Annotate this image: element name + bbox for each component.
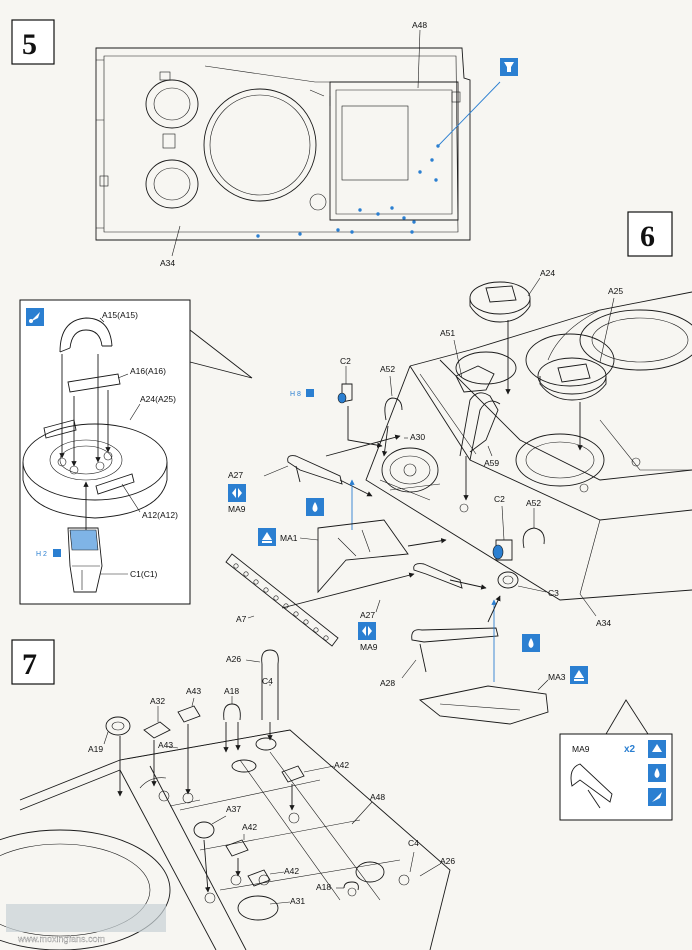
label-s7-a43-b: A43 (158, 740, 173, 750)
hatch-a24 (469, 281, 531, 395)
paint-icon (26, 308, 44, 326)
label-ma9-b: MA9 (360, 642, 378, 652)
label-s7-c4-b: C4 (408, 838, 419, 848)
label-s7-a48: A48 (370, 792, 385, 802)
label-x2: x2 (624, 744, 636, 755)
label-s7-a43-a: A43 (186, 686, 201, 696)
flip-icon (358, 622, 376, 640)
pin-icon (570, 666, 588, 684)
ma9-detail-inset: MA9 x2 (559, 699, 673, 821)
flip-icon (228, 484, 246, 502)
label-inset-a12: A12(A12) (142, 510, 178, 520)
cement-icon (306, 498, 324, 516)
label-c3: C3 (548, 588, 559, 598)
cement-icon (522, 634, 540, 652)
label-a28: A28 (380, 678, 395, 688)
step-6-number: 6 (640, 220, 655, 253)
decal-icon: H 2 (36, 549, 61, 558)
hull-front-assembly (365, 291, 692, 601)
rear-deck-assembly (0, 729, 451, 950)
label-ma9-c: MA9 (572, 744, 590, 754)
cement-icon (648, 764, 666, 782)
label-a27-b: A27 (360, 610, 375, 620)
label-s7-a26-b: A26 (440, 856, 455, 866)
label-s7-a19: A19 (88, 744, 103, 754)
pin-icon (648, 740, 666, 758)
label-a59: A59 (484, 458, 499, 468)
drill-icon (500, 58, 518, 76)
label-a51: A51 (440, 328, 455, 338)
label-s7-a32: A32 (150, 696, 165, 706)
label-a52-b: A52 (526, 498, 541, 508)
step-5: 5 (11, 19, 518, 268)
label-a48-top: A48 (412, 20, 427, 30)
step-7-number: 7 (22, 648, 37, 681)
label-a24: A24 (540, 268, 555, 278)
label-s7-a31: A31 (290, 896, 305, 906)
label-inset-a24: A24(A25) (140, 394, 176, 404)
label-s7-a18-a: A18 (224, 686, 239, 696)
label-c2-b: C2 (494, 494, 505, 504)
step-7-box (11, 639, 55, 685)
label-ma9-a: MA9 (228, 504, 246, 514)
label-a34-mid: A34 (596, 618, 611, 628)
label-s7-a37: A37 (226, 804, 241, 814)
label-ma3: MA3 (548, 672, 566, 682)
label-a7: A7 (236, 614, 247, 624)
step-6-box (627, 211, 673, 257)
step-7: 7 A19 (0, 639, 455, 950)
label-s7-a42-b: A42 (242, 822, 257, 832)
pin-icon (258, 528, 276, 546)
watermark: www.moxingfans.com (6, 904, 166, 944)
hatch-subassembly-inset: H 2 A15(A15) A16(A16) A24(A25) A12(A12) … (19, 299, 253, 605)
label-s7-c4-a: C4 (262, 676, 273, 686)
step-5-number: 5 (22, 28, 37, 61)
step-6: 6 (19, 211, 692, 821)
decal-icon: H 8 (290, 389, 314, 398)
hatch-a25 (537, 357, 607, 451)
label-s7-a18-b: A18 (316, 882, 331, 892)
label-hb2: H 2 (36, 551, 47, 558)
step-5-box (11, 19, 55, 65)
label-a30: A30 (410, 432, 425, 442)
label-inset-c1: C1(C1) (130, 569, 158, 579)
track-links-a7 (225, 553, 339, 647)
label-a27-a: A27 (228, 470, 243, 480)
label-a34-top: A34 (160, 258, 175, 268)
label-s7-a42-a: A42 (334, 760, 349, 770)
paint-icon (648, 788, 666, 806)
label-a52-a: A52 (380, 364, 395, 374)
label-s7-a42-c: A42 (284, 866, 299, 876)
engine-deck-a48 (329, 81, 459, 221)
label-a25: A25 (608, 286, 623, 296)
drill-holes-step5 (256, 144, 440, 238)
label-s7-a26-a: A26 (226, 654, 241, 664)
label-c2-a: C2 (340, 356, 351, 366)
label-inset-a15: A15(A15) (102, 310, 138, 320)
hull-top-plate-a34 (95, 47, 471, 241)
label-hb8: H 8 (290, 391, 301, 398)
watermark-site: www.moxingfans.com (17, 934, 105, 944)
label-inset-a16: A16(A16) (130, 366, 166, 376)
label-ma1: MA1 (280, 533, 298, 543)
